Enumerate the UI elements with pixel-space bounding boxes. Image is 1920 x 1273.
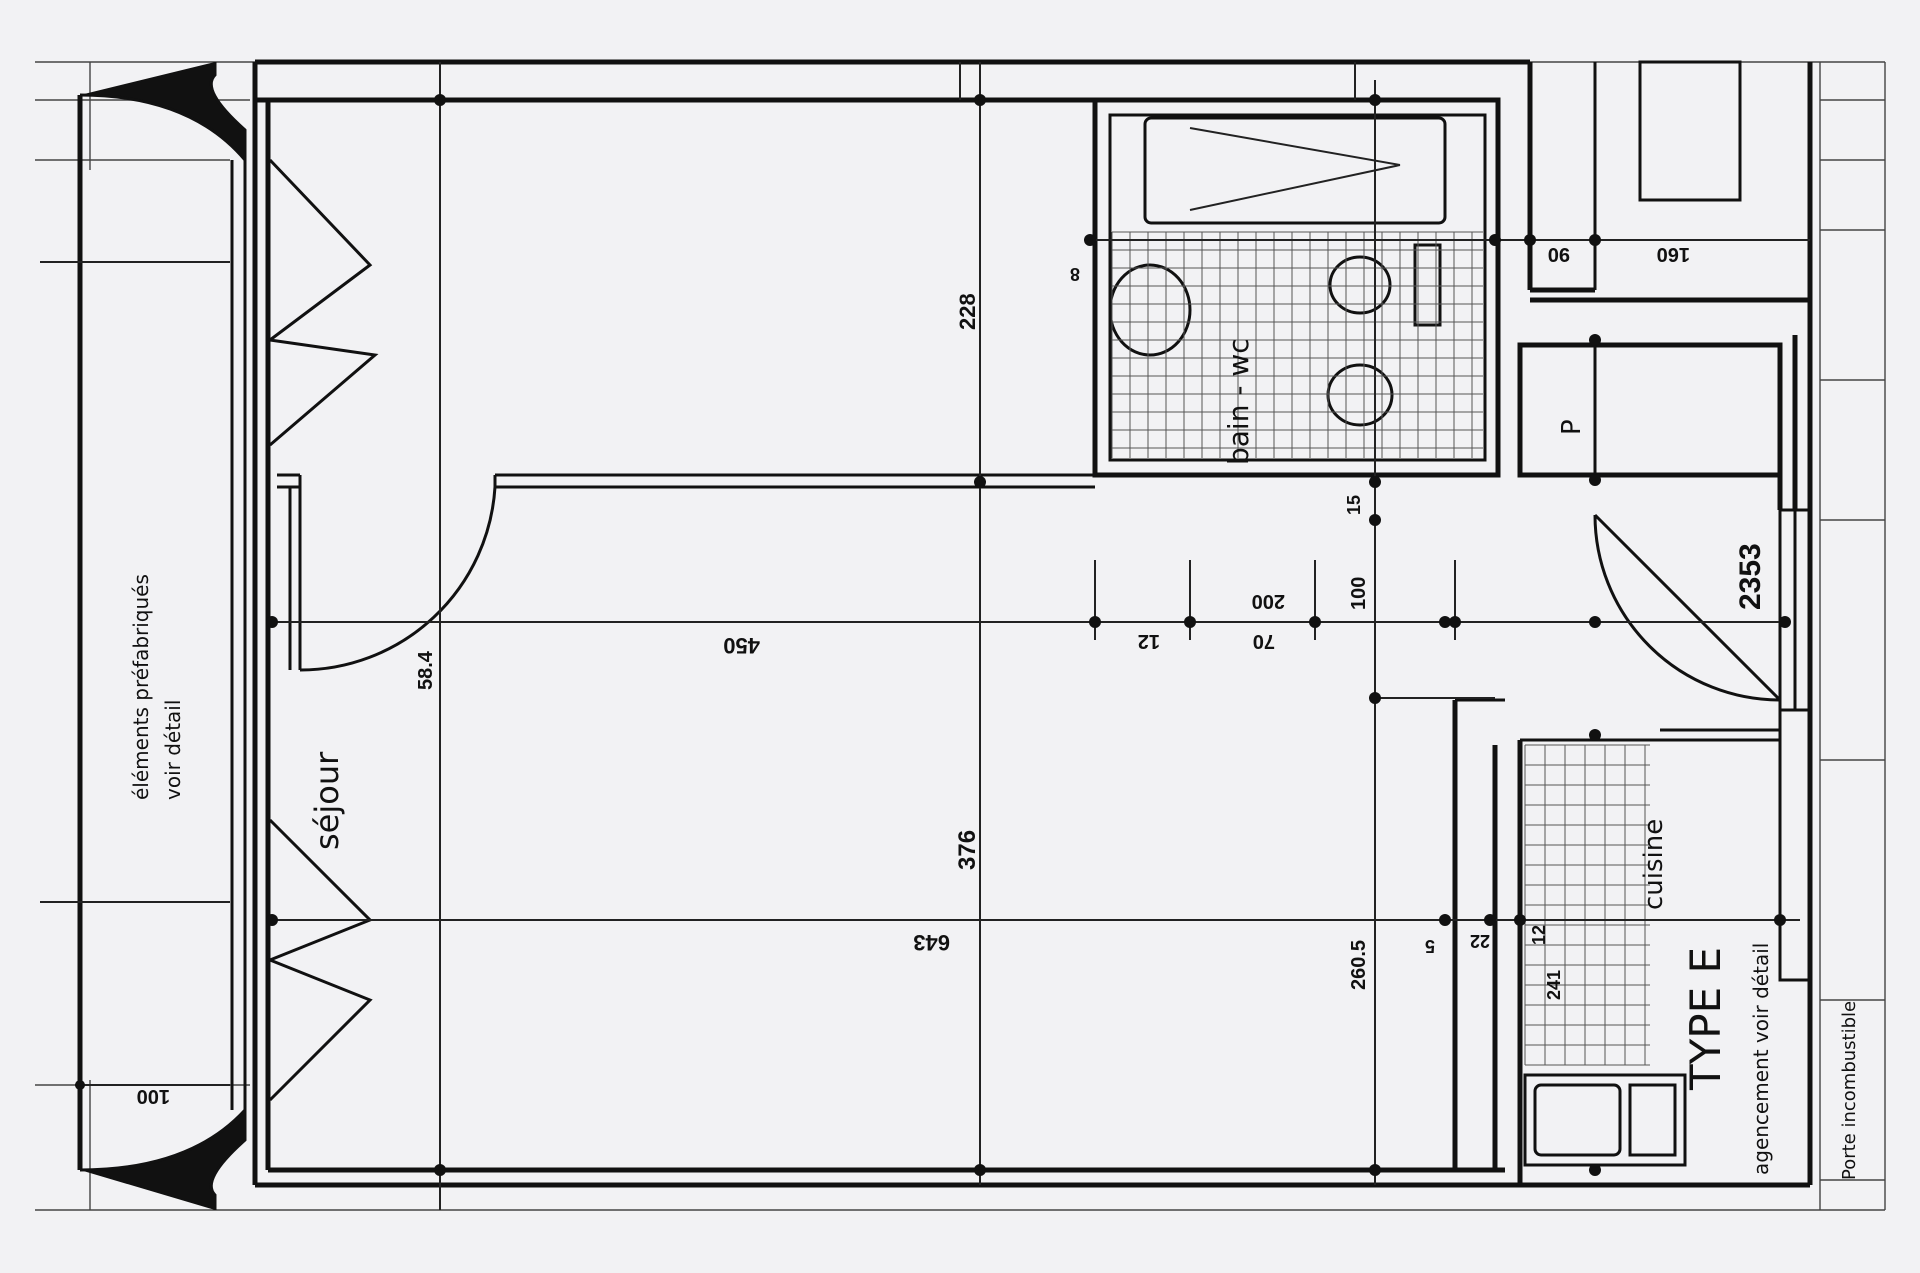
dim-100: 100: [1348, 577, 1370, 610]
dim-160: 160: [1657, 243, 1690, 265]
dim-70: 70: [1253, 630, 1275, 652]
dim-643: 643: [913, 930, 950, 955]
dim-228: 228: [955, 293, 980, 330]
labels: séjour bain - wc cuisine P TYPE E agence…: [129, 243, 1860, 1180]
elements-detail-label: voir détail: [161, 700, 185, 800]
partitions: [277, 60, 1812, 1185]
dim-450: 450: [723, 633, 760, 658]
dim-22: 22: [1470, 931, 1490, 951]
balcony: [40, 62, 247, 1210]
room-label-bain-wc: bain - wc: [1222, 338, 1255, 465]
dim-15: 15: [1344, 495, 1364, 515]
room-label-sejour: séjour: [308, 751, 346, 850]
room-label-placard: P: [1557, 419, 1587, 435]
cooker: [1523, 1073, 1687, 1167]
dim-8: 8: [1070, 264, 1080, 284]
kitchen-tiles: [1524, 744, 1650, 1066]
dimension-dots: [266, 94, 1791, 1176]
dim-12-kitchen: 12: [1529, 925, 1549, 945]
dim-12: 12: [1138, 630, 1160, 652]
dim-100-balcony: 100: [137, 1085, 170, 1107]
dim-58-4: 58.4: [415, 650, 437, 690]
door-label: Porte incombustible: [1839, 1001, 1860, 1180]
dim-200: 200: [1252, 590, 1285, 612]
dim-2353: 2353: [1734, 543, 1767, 610]
dim-260-5: 260.5: [1348, 940, 1370, 990]
outer-walls: [252, 59, 1813, 1188]
bathroom-tiles: [1111, 231, 1483, 458]
dim-5: 5: [1425, 936, 1435, 956]
dim-376: 376: [954, 830, 981, 870]
agencement-label: agencement voir détail: [1749, 943, 1773, 1175]
room-label-cuisine: cuisine: [1639, 819, 1669, 910]
dim-241: 241: [1544, 970, 1564, 1000]
elements-label: éléments préfabriqués: [129, 574, 153, 800]
dim-90: 90: [1548, 243, 1570, 265]
plan-type-label: TYPE E: [1681, 947, 1730, 1091]
bathroom: [1092, 97, 1501, 478]
dimension-lines: [268, 62, 1810, 1210]
